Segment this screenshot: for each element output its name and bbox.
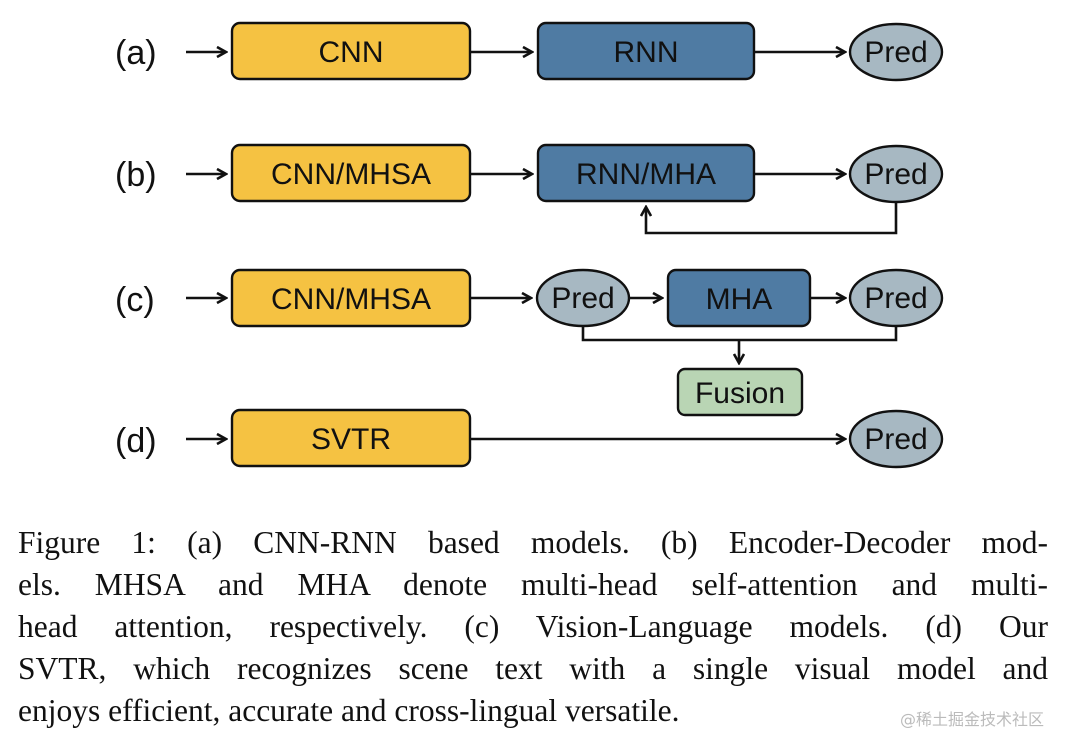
cnn-block-label: CNN xyxy=(319,36,384,69)
row-d: (d) SVTR Pred xyxy=(115,408,944,469)
caption-line: els. MHSA and MHA denote multi-head self… xyxy=(18,567,1048,602)
pred-node-label: Pred xyxy=(864,36,927,69)
row-c: (c) CNN/MHSA Pred MHA Pred Fusion xyxy=(115,268,944,417)
rnn-mha-block-label: RNN/MHA xyxy=(576,158,716,191)
model-architecture-diagram: (a) CNN RNN Pred (b) CNN/MHSA RNN/MHA Pr… xyxy=(115,21,944,469)
svtr-block-label: SVTR xyxy=(311,423,391,456)
caption-line: head attention, respectively. (c) Vision… xyxy=(18,609,1048,644)
caption-line: enjoys efficient, accurate and cross-lin… xyxy=(18,693,680,728)
figure-caption: Figure 1: (a) CNN-RNN based models. (b) … xyxy=(18,522,1048,732)
fusion-block-label: Fusion xyxy=(695,377,785,410)
fusion-block xyxy=(676,367,804,417)
pred-node-label: Pred xyxy=(864,282,927,315)
row-a: (a) CNN RNN Pred xyxy=(115,21,944,82)
pred-node-label: Pred xyxy=(864,423,927,456)
caption-line: Figure 1: (a) CNN-RNN based models. (b) … xyxy=(18,525,1048,560)
caption-line: SVTR, which recognizes scene text with a… xyxy=(18,651,1048,686)
cnn-mhsa-block-label: CNN/MHSA xyxy=(271,158,431,191)
row-a-label: (a) xyxy=(115,34,157,72)
row-b: (b) CNN/MHSA RNN/MHA Pred xyxy=(115,143,944,235)
watermark: @稀土掘金技术社区 xyxy=(899,710,1044,729)
feedback-arrow xyxy=(646,202,898,235)
rnn-block-label: RNN xyxy=(614,36,679,69)
fusion-connector xyxy=(581,326,898,342)
cnn-mhsa-block-label: CNN/MHSA xyxy=(271,283,431,316)
pred-node xyxy=(848,22,944,82)
row-d-label: (d) xyxy=(115,422,157,460)
mha-block-label: MHA xyxy=(706,283,773,316)
pred-node-label: Pred xyxy=(551,282,614,315)
row-b-label: (b) xyxy=(115,156,157,194)
pred-node xyxy=(848,409,944,469)
pred-node-label: Pred xyxy=(864,158,927,191)
row-c-label: (c) xyxy=(115,281,155,319)
